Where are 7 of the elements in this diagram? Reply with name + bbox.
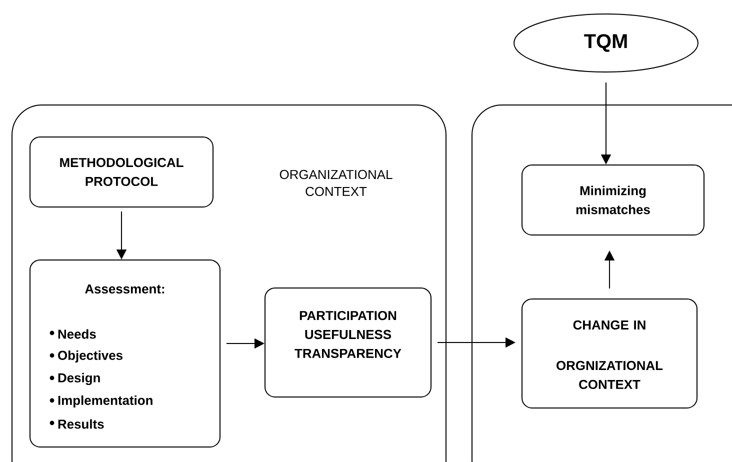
process-box: CHANGE IN ORGNIZATIONAL CONTEXT xyxy=(522,298,698,408)
process-box: PARTICIPATION USEFULNESS TRANSPARENCY xyxy=(264,287,432,398)
context-panel xyxy=(472,104,732,462)
list-box: Assessment: Needs Objectives Design Implementation Results xyxy=(30,259,220,448)
ellipse-node: TQM xyxy=(514,14,698,72)
process-box: Minimizing mismatches xyxy=(522,164,704,236)
process-box: METHODOLOGICAL PROTOCOL xyxy=(30,136,214,208)
